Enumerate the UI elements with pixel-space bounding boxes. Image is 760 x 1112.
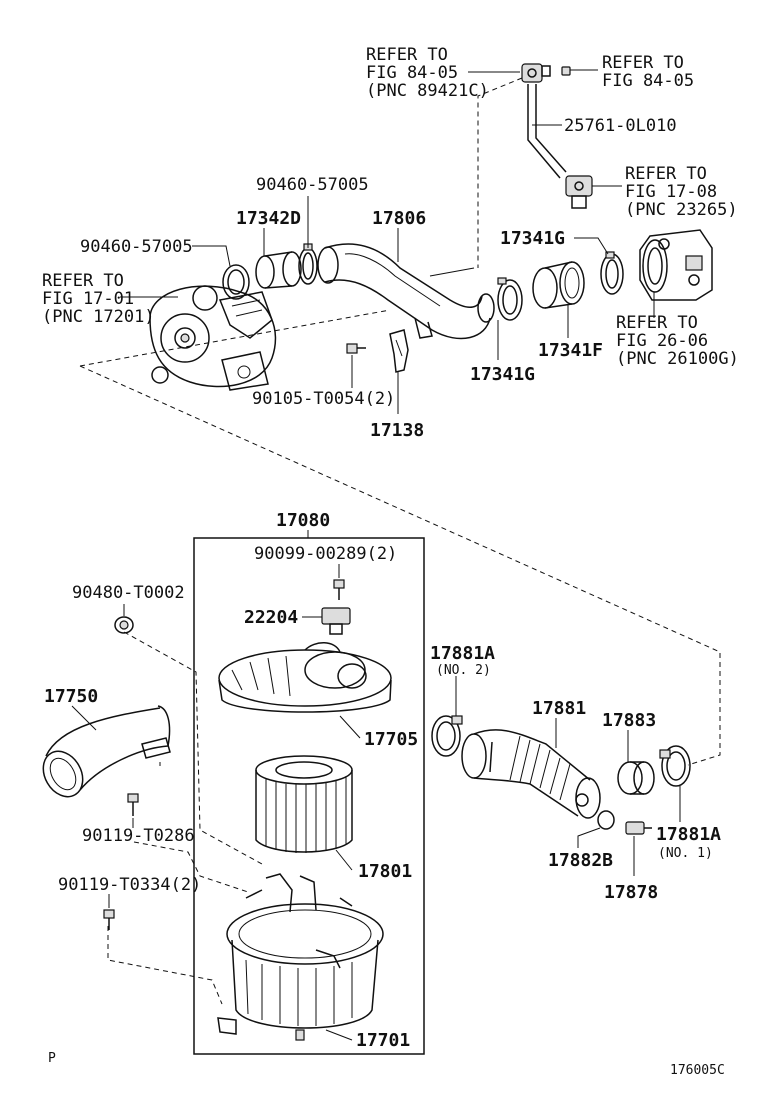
- label-17882b: 17882B: [548, 850, 613, 871]
- inlet-hose-17750: [42, 705, 171, 798]
- clamp-17341g-right: [600, 251, 624, 295]
- label-corner-p: P: [48, 1051, 56, 1066]
- label-17701: 17701: [356, 1030, 410, 1051]
- clamp-90460-top: [298, 243, 318, 285]
- label-refer-fig17-01-l2: FIG 17-01: [42, 289, 134, 309]
- label-17341f: 17341F: [538, 340, 603, 361]
- label-refer-fig84-05-a-l2: FIG 84-05: [366, 63, 458, 83]
- label-17881a-bottom: 17881A: [656, 824, 721, 845]
- airflow-sensor-22204: [321, 607, 351, 635]
- label-90119-t0286: 90119-T0286: [82, 826, 195, 846]
- label-refer-fig84-05-a-l1: REFER TO: [366, 45, 448, 65]
- label-refer-fig17-01-l1: REFER TO: [42, 271, 124, 291]
- label-25761-0l010: 25761-0L010: [564, 116, 677, 136]
- bolt-90099: [333, 579, 345, 600]
- clamp-17341g-left: [497, 277, 523, 321]
- vacuum-sensor-top: [521, 63, 571, 83]
- bolt-90105: [346, 343, 366, 354]
- label-90460-57005-top: 90460-57005: [256, 175, 369, 195]
- label-90105-t0054: 90105-T0054(2): [252, 389, 395, 409]
- leader-17705: [339, 715, 361, 739]
- bolt-90119-t0334: [103, 909, 115, 930]
- intake-pipe-17806: [317, 243, 495, 340]
- label-17881: 17881: [532, 698, 586, 719]
- label-17342d: 17342D: [236, 208, 301, 229]
- hose-17342d: [255, 251, 302, 289]
- gasket-90460-left: [222, 264, 250, 300]
- label-22204: 22204: [244, 607, 298, 628]
- leader-17701: [325, 1029, 353, 1041]
- connector-17878: [625, 821, 652, 835]
- label-refer-fig84-05-b-l1: REFER TO: [602, 53, 684, 73]
- label-refer-fig17-01-l3: (PNC 17201): [42, 307, 155, 327]
- bracket-17138: [389, 329, 409, 373]
- turbocharger: [149, 285, 277, 391]
- label-17341g-top: 17341G: [500, 228, 565, 249]
- dashed-ref-line-turbo-diagonal: [79, 365, 721, 766]
- air-cleaner-cap-17705: [218, 642, 392, 713]
- hose-17341f: [532, 261, 585, 309]
- label-refer-fig17-08-l3: (PNC 23265): [625, 200, 738, 220]
- label-90480-t0002: 90480-T0002: [72, 583, 185, 603]
- labels: REFER TO FIG 84-05 (PNC 89421C) REFER TO…: [42, 45, 739, 1078]
- label-17881a-bottom-note: (NO. 1): [658, 846, 713, 861]
- vacuum-hose-25761: [527, 84, 567, 179]
- label-17750: 17750: [44, 686, 98, 707]
- label-17080: 17080: [276, 510, 330, 531]
- label-figure-code: 176005C: [670, 1063, 725, 1078]
- intake-hose-17881: [461, 729, 601, 819]
- label-17881a-top: 17881A: [430, 643, 495, 664]
- bolt-90119-t0286: [127, 793, 139, 816]
- label-17806: 17806: [372, 208, 426, 229]
- dashed-ref-line-sensor: [477, 77, 523, 268]
- clamp-17881a-no2: [431, 715, 463, 757]
- label-90460-57005-left: 90460-57005: [80, 237, 193, 257]
- leader-90460-left: [192, 245, 231, 267]
- label-17881a-top-note: (NO. 2): [436, 663, 491, 678]
- o-ring-17882b: [597, 810, 615, 830]
- label-17801: 17801: [358, 861, 412, 882]
- grommet-90480: [114, 616, 134, 634]
- air-cleaner-case-17701: [217, 873, 384, 1041]
- dashed-ref-90119-t0334: [107, 926, 223, 1005]
- air-cleaner-assembly-box: [193, 537, 425, 1055]
- throttle-body: [639, 229, 713, 301]
- clamp-17881a-no1: [659, 745, 691, 787]
- label-17878: 17878: [604, 882, 658, 903]
- label-17138: 17138: [370, 420, 424, 441]
- label-17883: 17883: [602, 710, 656, 731]
- label-90119-t0334: 90119-T0334(2): [58, 875, 201, 895]
- dashed-ref-90119-t0286: [133, 841, 249, 893]
- label-17705: 17705: [364, 729, 418, 750]
- leader-17750: [71, 705, 97, 731]
- label-refer-fig26-06-l2: FIG 26-06: [616, 331, 708, 351]
- leader-17801: [335, 849, 353, 871]
- leader-17882b: [577, 827, 601, 848]
- label-refer-fig84-05-a-l3: (PNC 89421C): [366, 81, 489, 101]
- dashed-ref-line-turbo-top: [79, 309, 391, 367]
- vsv-valve: [565, 175, 593, 209]
- label-refer-fig17-08-l1: REFER TO: [625, 164, 707, 184]
- leader-17806-b: [429, 267, 475, 277]
- label-refer-fig26-06-l1: REFER TO: [616, 313, 698, 333]
- filter-element-17801: [255, 755, 353, 853]
- label-refer-fig84-05-b-l2: FIG 84-05: [602, 71, 694, 91]
- label-refer-fig26-06-l3: (PNC 26100G): [616, 349, 739, 369]
- label-refer-fig17-08-l2: FIG 17-08: [625, 182, 717, 202]
- leader-17341g-top: [574, 237, 609, 255]
- ring-17883: [617, 761, 655, 795]
- label-17341g-bottom: 17341G: [470, 364, 535, 385]
- label-90099-00289: 90099-00289(2): [254, 544, 397, 564]
